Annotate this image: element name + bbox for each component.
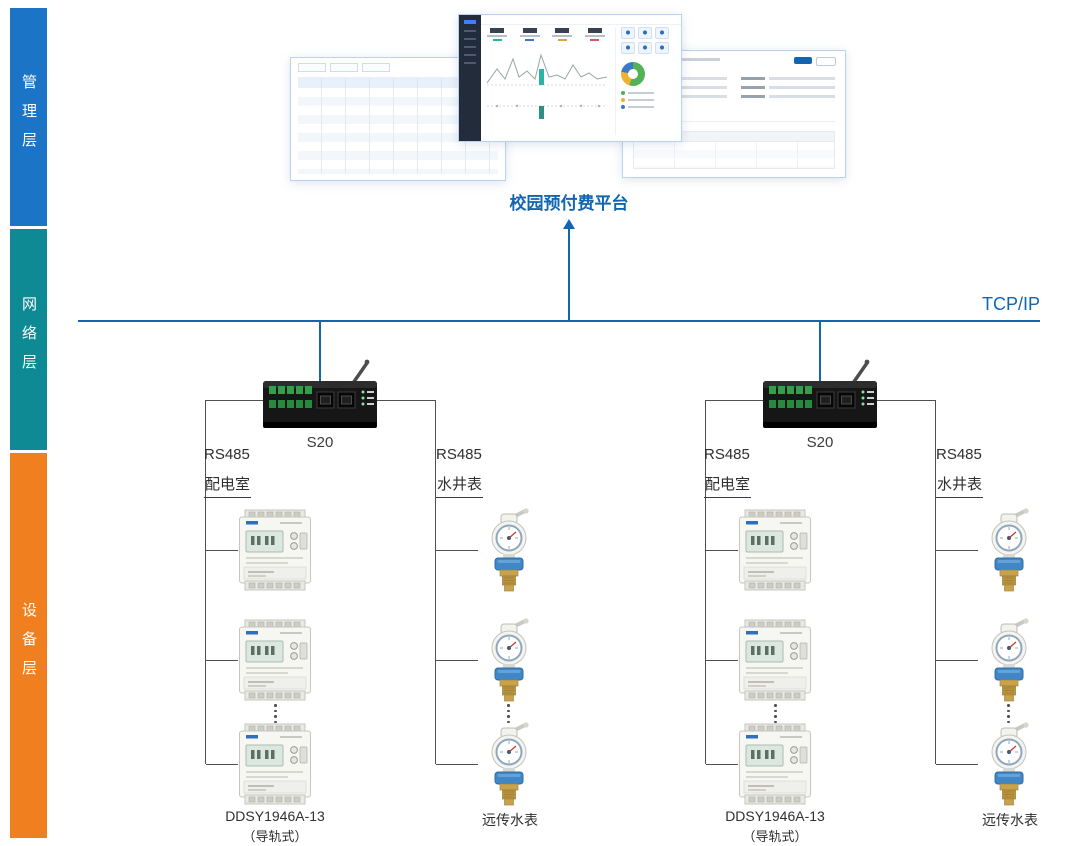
ellipsis-dots xyxy=(1007,704,1010,723)
gateway-device xyxy=(755,356,885,432)
rs485-label: RS485 xyxy=(204,446,250,463)
location-label: 配电室 xyxy=(704,473,752,498)
water-meter xyxy=(978,722,1040,806)
layer-bar-management: 管理层 xyxy=(10,8,47,226)
rs485-bus-line-meters xyxy=(205,400,206,764)
layer-bar-device: 设备层 xyxy=(10,453,47,838)
location-label: 配电室 xyxy=(204,473,252,498)
device-note: （导轨式） xyxy=(242,829,308,844)
device-group-1: S20 RS485 配电室 RS485 水井表 DDSY1946A-13 （导轨… xyxy=(190,356,660,846)
branch-stub-line xyxy=(706,764,738,765)
rs485-bus-line-meters xyxy=(705,400,706,764)
donut-chart xyxy=(621,62,645,86)
tcpip-bus-line xyxy=(78,320,1040,322)
tcpip-label: TCP/IP xyxy=(981,294,1040,314)
gateway-label: S20 xyxy=(306,434,334,451)
energy-meter xyxy=(738,723,812,805)
device-label: DDSY1946A-13 xyxy=(725,808,825,824)
rs485-bus-line-water xyxy=(435,400,436,764)
rs485-label: RS485 xyxy=(436,446,482,463)
screenshot-detail-table xyxy=(633,131,835,169)
water-meter xyxy=(978,508,1040,592)
location-label: 水井表 xyxy=(936,473,984,498)
up-arrow-icon xyxy=(563,219,575,229)
energy-meter xyxy=(738,509,812,591)
bar-chart xyxy=(487,104,607,119)
rs485-bus-line-water xyxy=(935,400,936,764)
screenshot-stats-row xyxy=(487,28,605,41)
branch-stub-line xyxy=(436,660,478,661)
rs485-label: RS485 xyxy=(936,446,982,463)
rs485-label: RS485 xyxy=(704,446,750,463)
layer-label: 设备层 xyxy=(20,602,37,689)
branch-stub-line xyxy=(206,550,238,551)
device-note: （导轨式） xyxy=(742,829,808,844)
screenshot-right-panel xyxy=(615,27,675,135)
device-label: DDSY1946A-13 xyxy=(225,808,325,824)
device-label: 远传水表 xyxy=(482,812,538,828)
branch-stub-line xyxy=(936,764,978,765)
screenshot-sidebar xyxy=(459,15,481,141)
branch-stub-line xyxy=(206,660,238,661)
branch-stub-line xyxy=(436,764,478,765)
water-meter xyxy=(978,618,1040,702)
layer-bar-network: 网络层 xyxy=(10,229,47,450)
energy-meter xyxy=(238,723,312,805)
ellipsis-dots xyxy=(274,704,277,723)
branch-stub-line xyxy=(436,550,478,551)
device-label: 远传水表 xyxy=(982,812,1038,828)
gateway-label: S20 xyxy=(806,434,834,451)
donut-legend xyxy=(621,91,675,109)
energy-meter xyxy=(238,619,312,701)
branch-stub-line xyxy=(936,660,978,661)
branch-stub-line xyxy=(936,550,978,551)
branch-stub-line xyxy=(706,550,738,551)
gateway-drop-line xyxy=(319,322,321,386)
branch-stub-line xyxy=(206,764,238,765)
location-label: 水井表 xyxy=(436,473,484,498)
water-meter xyxy=(478,508,540,592)
layer-label: 管理层 xyxy=(20,73,37,161)
quick-action-icons xyxy=(621,27,675,54)
ellipsis-dots xyxy=(774,704,777,723)
water-meter xyxy=(478,618,540,702)
gateway-drop-line xyxy=(819,322,821,386)
line-chart xyxy=(486,53,608,86)
energy-meter xyxy=(238,509,312,591)
screenshot-topbar xyxy=(481,15,681,25)
gateway-device xyxy=(255,356,385,432)
energy-meter xyxy=(738,619,812,701)
screenshot-table-header xyxy=(298,77,498,88)
platform-connector-line xyxy=(568,228,570,322)
ellipsis-dots xyxy=(507,704,510,723)
layer-label: 网络层 xyxy=(20,296,37,383)
water-meter xyxy=(478,722,540,806)
platform-screenshot-dashboard xyxy=(458,14,682,142)
platform-title: 校园预付费平台 xyxy=(509,194,629,213)
branch-stub-line xyxy=(706,660,738,661)
device-group-2: S20 RS485 配电室 RS485 水井表 DDSY1946A-13 （导轨… xyxy=(690,356,1080,846)
screenshot-divider xyxy=(632,121,836,122)
